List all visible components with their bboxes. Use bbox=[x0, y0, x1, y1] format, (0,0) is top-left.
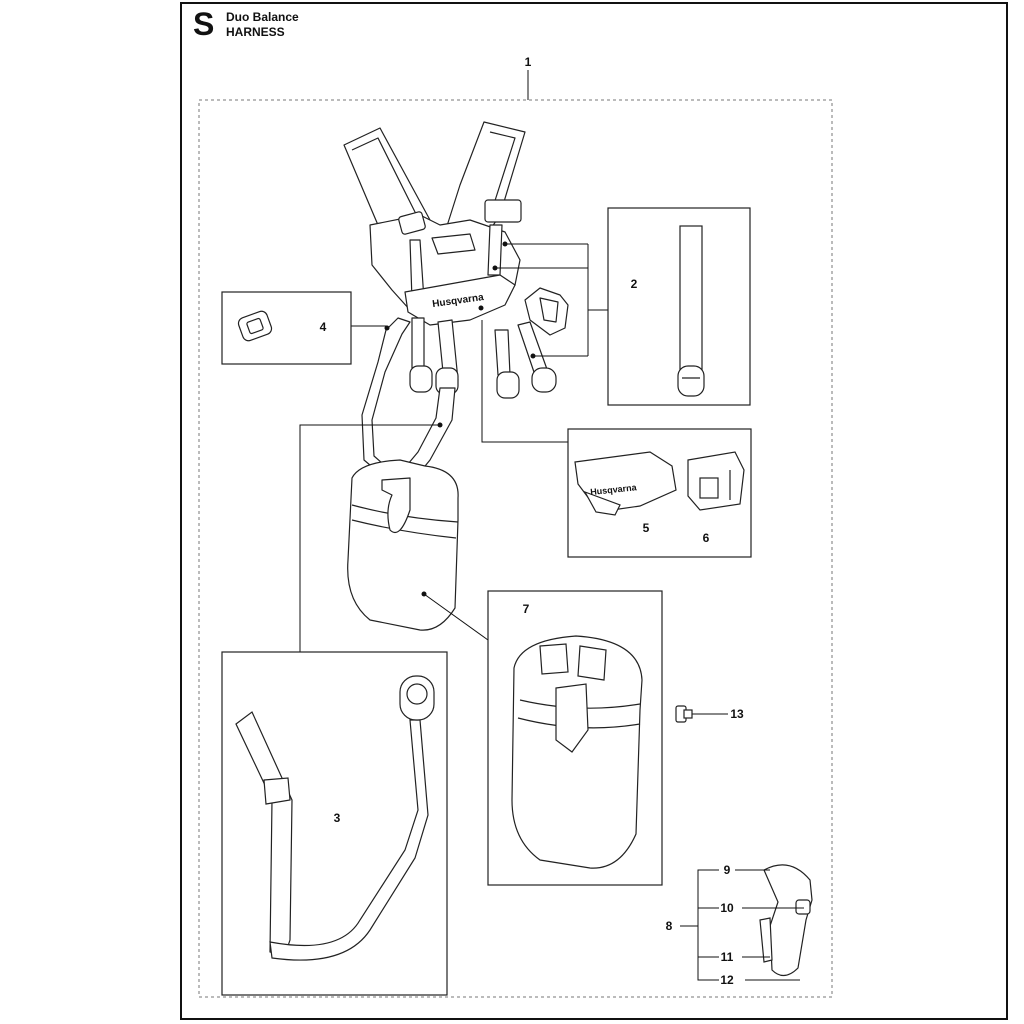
callout-9: 9 bbox=[723, 863, 731, 877]
callout-3: 3 bbox=[333, 811, 341, 825]
bag-part bbox=[511, 635, 643, 869]
product-name: Duo Balance bbox=[226, 10, 299, 24]
page-frame bbox=[180, 2, 1008, 1020]
hook-assembly-part bbox=[759, 864, 813, 977]
hip-bag bbox=[347, 459, 459, 631]
callout-10: 10 bbox=[720, 901, 734, 915]
callout-2: 2 bbox=[630, 277, 638, 291]
callout-12: 12 bbox=[720, 973, 734, 987]
callout-4: 4 bbox=[319, 320, 327, 334]
callout-13: 13 bbox=[730, 707, 744, 721]
callout-7: 7 bbox=[522, 602, 530, 616]
callout-6: 6 bbox=[702, 531, 710, 545]
screw-part bbox=[675, 705, 693, 723]
section-letter: S bbox=[193, 6, 215, 42]
assembly-boundary bbox=[198, 99, 833, 998]
chest-plate bbox=[404, 274, 516, 326]
chest-plate-part bbox=[574, 451, 677, 511]
buckle-part bbox=[237, 310, 273, 342]
callout-11: 11 bbox=[720, 950, 734, 964]
page-title: HARNESS bbox=[226, 25, 285, 39]
belt-strap-part bbox=[235, 675, 435, 961]
harness-assembly bbox=[343, 121, 569, 631]
logo-part-5: Husqvarna bbox=[590, 482, 638, 497]
callout-5: 5 bbox=[642, 521, 650, 535]
callout-8: 8 bbox=[665, 919, 673, 933]
callout-1: 1 bbox=[524, 55, 532, 69]
